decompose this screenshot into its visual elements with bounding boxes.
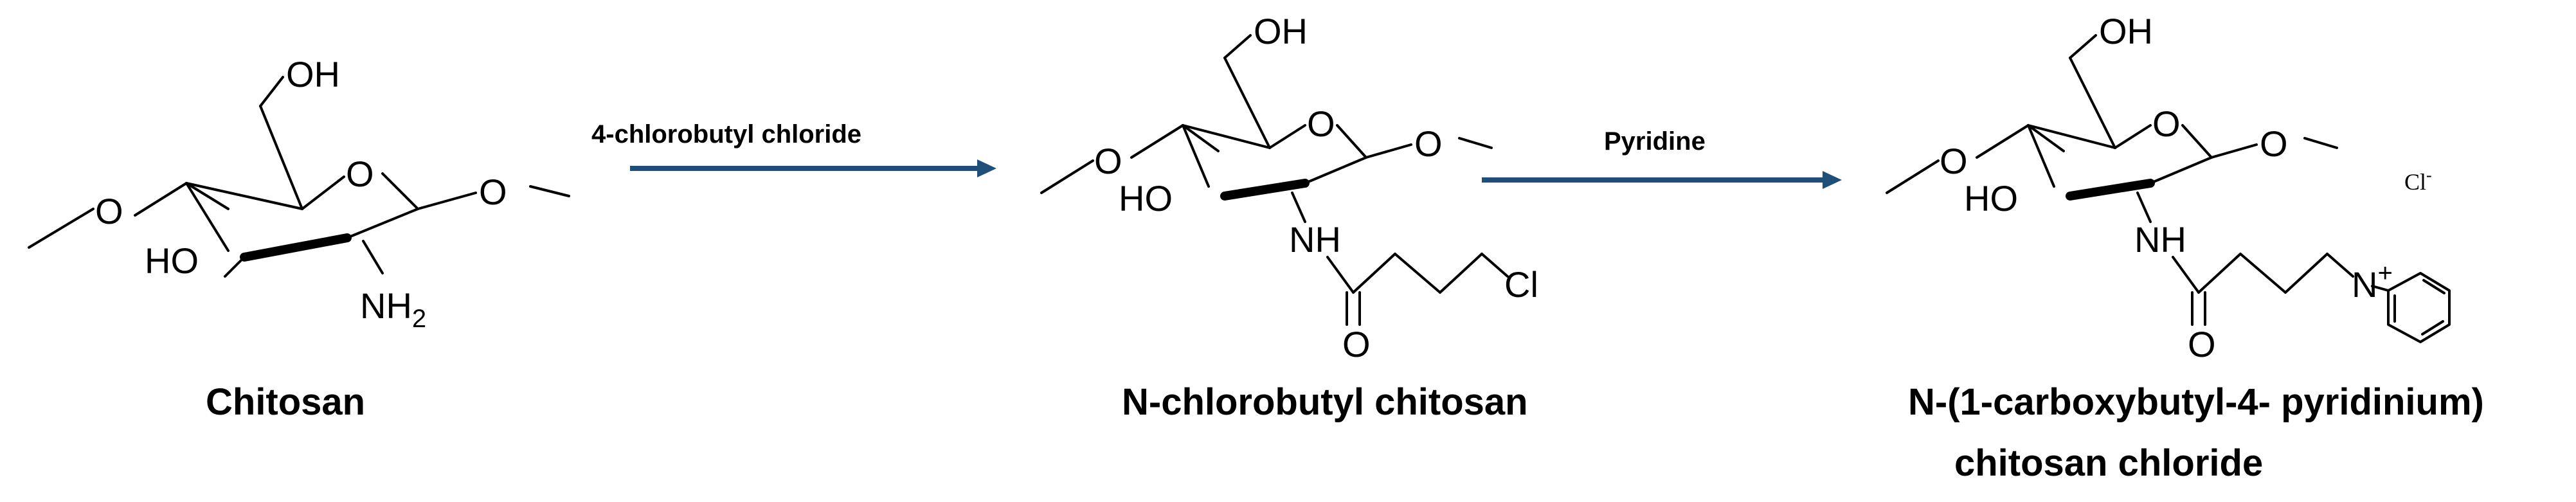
- pyridinium-o-left-label: O: [1940, 141, 1968, 181]
- n-chlorobutyl-cl-label: Cl: [1504, 264, 1538, 305]
- pyridinium-n-plus-label: N+: [2352, 259, 2393, 305]
- chitosan-nh2-subscript: 2: [412, 305, 426, 333]
- chitosan-o-right-label: O: [479, 172, 507, 212]
- pyridinium-chitosan-bonds: [1886, 34, 2451, 343]
- n-chlorobutyl-carbonyl-o-label: O: [1342, 324, 1371, 364]
- chitosan-structure: OH O O O HO NH2: [28, 54, 570, 333]
- pyridinium-oh-label: OH: [2099, 11, 2153, 51]
- pyridinium-nh-label: NH: [2134, 219, 2186, 260]
- n-chlorobutyl-nh-label: NH: [1289, 219, 1341, 260]
- pyridinium-plus-charge: +: [2377, 259, 2392, 287]
- n-chlorobutyl-chitosan-bonds: [1040, 34, 1509, 326]
- pyridinium-n-text: N: [2352, 264, 2377, 305]
- pyridinium-chitosan-caption-line2: chitosan chloride: [1954, 442, 2263, 484]
- chitosan-o-left-label: O: [95, 191, 123, 231]
- chitosan-oh-label: OH: [286, 54, 340, 94]
- reagent-label-1: 4-chlorobutyl chloride: [591, 120, 861, 148]
- n-chlorobutyl-chitosan-structure: OH O O O HO NH O Cl: [1040, 11, 1538, 364]
- n-chlorobutyl-chitosan-caption: N-chlorobutyl chitosan: [1122, 381, 1528, 423]
- chitosan-nh-text: NH: [360, 285, 412, 326]
- n-chlorobutyl-oh-label: OH: [1254, 11, 1308, 51]
- pyridinium-o-right-label: O: [2260, 123, 2288, 164]
- n-chlorobutyl-ring-o-label: O: [1307, 103, 1335, 144]
- reaction-arrow-2: [1482, 171, 1842, 189]
- pyridinium-chitosan-structure: OH O O O HO NH O N+ Cl-: [1886, 11, 2451, 364]
- n-chlorobutyl-o-right-label: O: [1414, 123, 1443, 164]
- n-chlorobutyl-ho-label: HO: [1119, 178, 1173, 219]
- reaction-arrow-1: [630, 159, 996, 177]
- pyridinium-ho-label: HO: [1964, 178, 2018, 219]
- pyridinium-ring-o-label: O: [2152, 103, 2181, 144]
- chitosan-caption: Chitosan: [206, 381, 365, 423]
- chloride-counterion: Cl-: [2404, 166, 2432, 195]
- chloride-text: Cl: [2404, 169, 2426, 195]
- reagent-label-2: Pyridine: [1604, 127, 1706, 156]
- n-chlorobutyl-o-left-label: O: [1094, 141, 1122, 181]
- pyridinium-carbonyl-o-label: O: [2188, 324, 2216, 364]
- chitosan-nh2-label: NH2: [360, 285, 426, 333]
- pyridinium-chitosan-caption-line1: N-(1-carboxybutyl-4- pyridinium): [1908, 381, 2484, 423]
- chitosan-ring-o-label: O: [346, 154, 374, 194]
- chitosan-bonds: [28, 76, 570, 278]
- chitosan-ho-label: HO: [145, 240, 199, 281]
- chloride-charge: -: [2426, 166, 2432, 184]
